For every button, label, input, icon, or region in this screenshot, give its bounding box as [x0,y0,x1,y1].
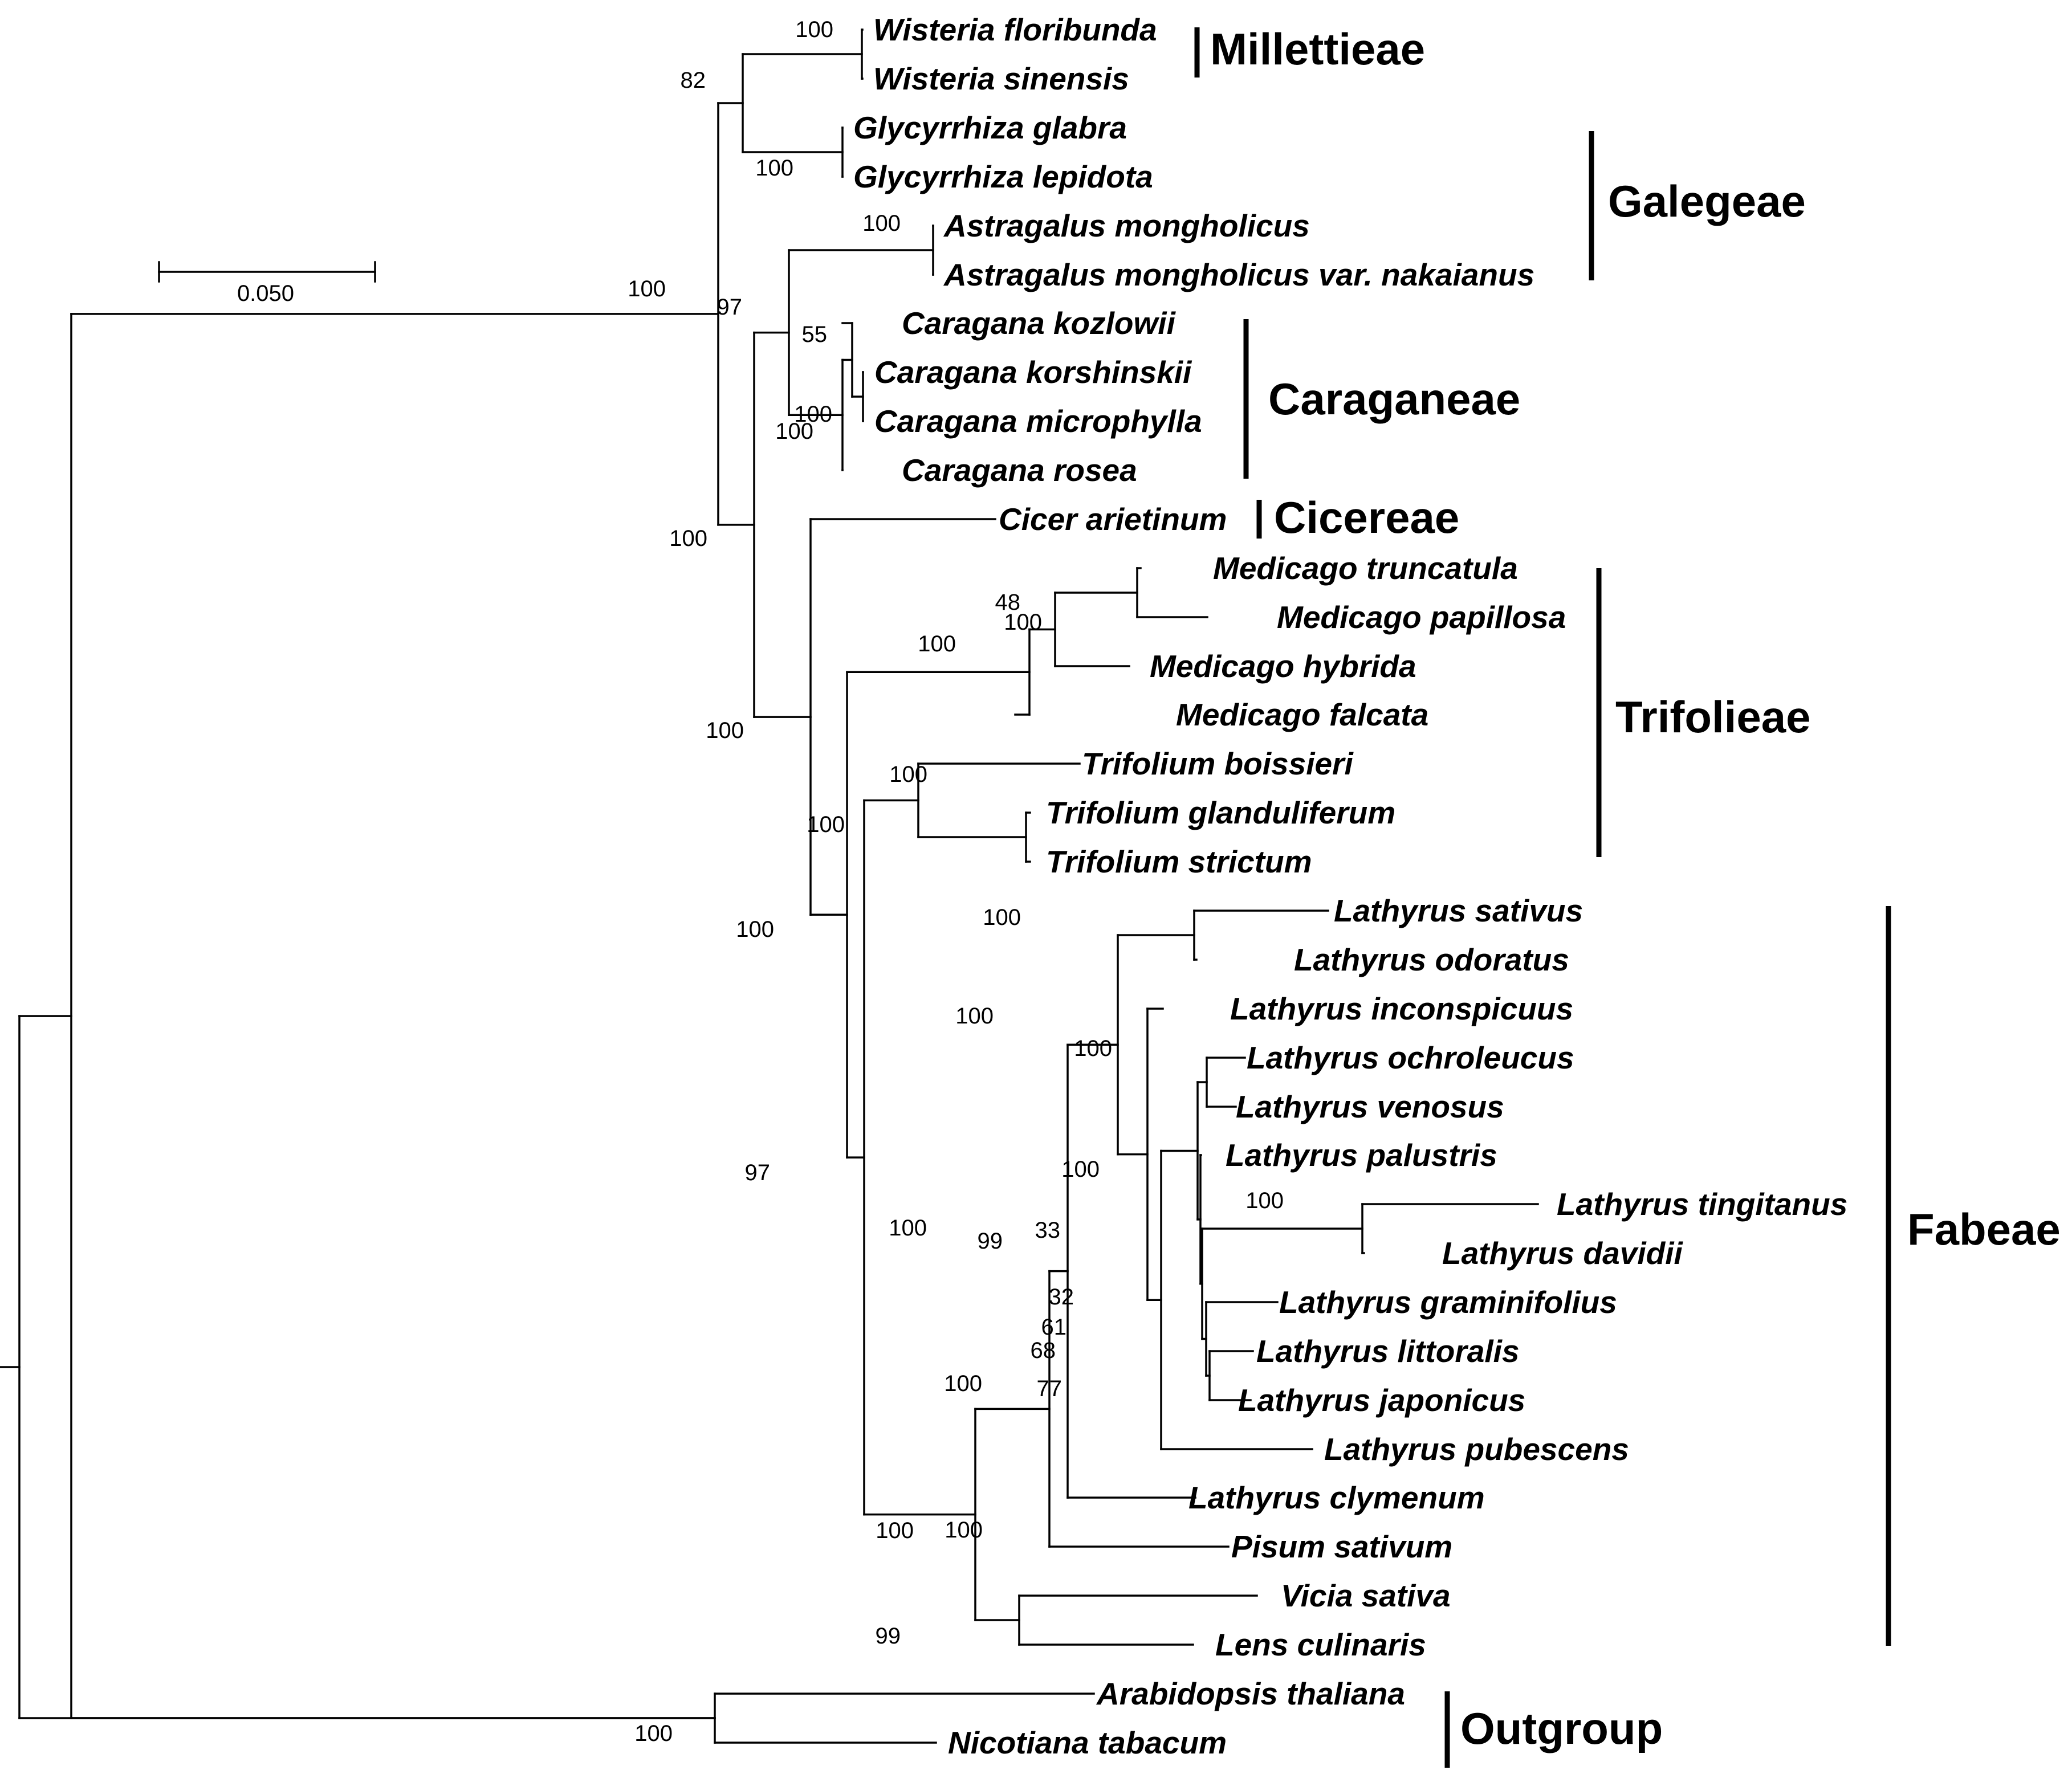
taxon-label-lathyrus-palustris: Lathyrus palustris [1226,1137,1497,1173]
taxon-label-vicia-sativa: Vicia sativa [1281,1578,1451,1613]
bootstrap-value: 100 [634,1721,673,1746]
bootstrap-value: 68 [1031,1338,1056,1363]
taxon-label-caragana-kozlowii: Caragana kozlowii [902,305,1177,341]
bootstrap-value: 97 [717,295,743,320]
bootstrap-value: 99 [978,1229,1003,1254]
bootstrap-value: 100 [669,526,707,551]
taxon-label-lathyrus-venosus: Lathyrus venosus [1236,1089,1504,1124]
taxon-label-pisum-sativum: Pisum sativum [1231,1529,1452,1564]
taxon-label-lathyrus-inconspicuus: Lathyrus inconspicuus [1230,991,1573,1026]
taxon-label-astragalus-mongholicus-var-nakaianus: Astragalus mongholicus var. nakaianus [943,257,1534,292]
taxon-label-lathyrus-graminifolius: Lathyrus graminifolius [1279,1284,1617,1320]
taxon-label-cicer-arietinum: Cicer arietinum [999,501,1227,537]
bootstrap-value: 100 [1074,1036,1112,1061]
bootstrap-value: 32 [1049,1284,1074,1310]
taxon-label-wisteria-floribunda: Wisteria floribunda [873,12,1157,47]
taxon-label-lens-culinaris: Lens culinaris [1215,1627,1426,1662]
tribe-label-fabeae: Fabeae [1907,1204,2061,1254]
taxon-label-lathyrus-japonicus: Lathyrus japonicus [1238,1382,1525,1418]
taxon-label-lathyrus-clymenum: Lathyrus clymenum [1188,1480,1485,1515]
bootstrap-value: 100 [944,1371,982,1396]
taxon-label-lathyrus-pubescens: Lathyrus pubescens [1324,1432,1629,1467]
bootstrap-value: 100 [736,917,774,942]
taxon-label-caragana-korshinskii: Caragana korshinskii [874,354,1192,390]
bootstrap-value: 100 [945,1518,983,1543]
support-values: 1008210010010097551001001001001001004810… [628,17,1284,1746]
taxon-label-lathyrus-davidii: Lathyrus davidii [1442,1235,1683,1271]
bootstrap-value: 100 [628,276,666,301]
tribe-label-galegeae: Galegeae [1608,176,1806,226]
tree-branches [0,28,1539,1744]
bootstrap-value: 61 [1041,1315,1067,1340]
bootstrap-value: 100 [775,419,813,444]
taxon-label-lathyrus-tingitanus: Lathyrus tingitanus [1557,1186,1847,1222]
scale-bar: 0.050 [158,261,376,306]
bootstrap-value: 100 [794,402,832,427]
taxon-label-caragana-rosea: Caragana rosea [902,452,1137,488]
taxon-label-trifolium-strictum: Trifolium strictum [1046,844,1312,879]
taxon-label-lathyrus-odoratus: Lathyrus odoratus [1294,942,1569,977]
taxon-label-lathyrus-littoralis: Lathyrus littoralis [1256,1333,1519,1369]
bootstrap-value: 100 [862,211,901,236]
bootstrap-value: 100 [1061,1157,1100,1182]
taxon-label-trifolium-boissieri: Trifolium boissieri [1082,746,1354,781]
taxon-label-glycyrrhiza-lepidota: Glycyrrhiza lepidota [853,159,1153,194]
bootstrap-value: 99 [876,1624,901,1649]
bootstrap-value: 77 [1037,1376,1063,1401]
bootstrap-value: 100 [1245,1188,1284,1213]
taxon-label-medicago-truncatula: Medicago truncatula [1213,550,1518,586]
bootstrap-value: 82 [681,68,706,93]
bootstrap-value: 100 [889,762,927,787]
bootstrap-value: 33 [1035,1218,1061,1243]
bootstrap-value: 97 [745,1160,771,1185]
taxon-label-arabidopsis-thaliana: Arabidopsis thaliana [1096,1676,1405,1711]
taxon-label-lathyrus-ochroleucus: Lathyrus ochroleucus [1247,1040,1574,1075]
tribe-brackets: MillettieaeGalegeaeCaraganeaeCicereaeTri… [1194,24,2061,1768]
taxon-label-astragalus-mongholicus: Astragalus mongholicus [943,208,1310,243]
bootstrap-value: 100 [1004,610,1042,635]
bootstrap-value: 100 [795,17,833,42]
taxon-label-glycyrrhiza-glabra: Glycyrrhiza glabra [853,110,1127,145]
taxon-label-lathyrus-sativus: Lathyrus sativus [1334,893,1583,928]
scale-bar-label: 0.050 [237,281,294,306]
bootstrap-value: 100 [706,718,744,743]
bootstrap-value: 100 [807,812,845,837]
bootstrap-value: 100 [983,905,1021,930]
taxon-label-wisteria-sinensis: Wisteria sinensis [873,61,1129,96]
tribe-label-outgroup: Outgroup [1460,1703,1663,1753]
tribe-label-caraganeae: Caraganeae [1268,374,1520,424]
taxon-label-nicotiana-tabacum: Nicotiana tabacum [948,1725,1227,1760]
bootstrap-value: 48 [995,590,1021,615]
tribe-label-millettieae: Millettieae [1210,24,1425,74]
taxon-label-medicago-papillosa: Medicago papillosa [1277,599,1566,635]
taxon-label-medicago-hybrida: Medicago hybrida [1150,649,1416,684]
taxon-label-caragana-microphylla: Caragana microphylla [874,403,1202,439]
bootstrap-value: 100 [889,1216,927,1241]
taxon-label-medicago-falcata: Medicago falcata [1176,697,1428,732]
bootstrap-value: 100 [918,631,956,656]
bootstrap-value: 100 [876,1518,914,1543]
bootstrap-value: 55 [802,322,828,347]
bootstrap-value: 100 [755,156,793,181]
tribe-label-cicereae: Cicereae [1274,492,1459,543]
bootstrap-value: 100 [955,1004,994,1029]
taxon-label-trifolium-glanduliferum: Trifolium glanduliferum [1046,795,1395,830]
tribe-label-trifolieae: Trifolieae [1615,692,1810,742]
